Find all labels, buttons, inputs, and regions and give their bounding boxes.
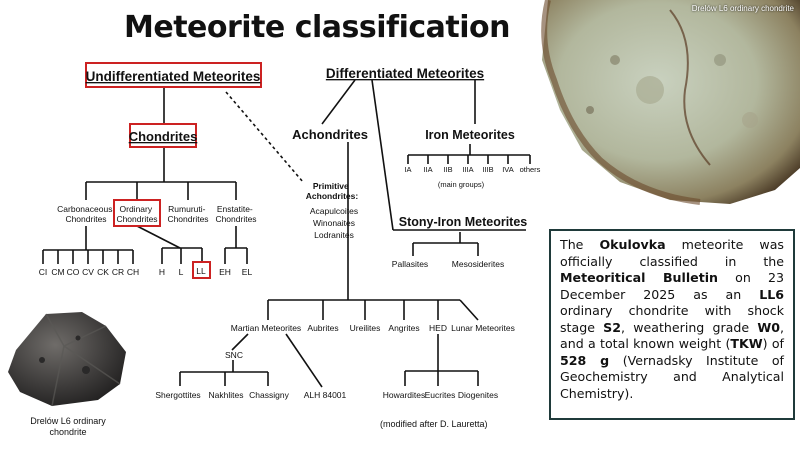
tkw-label: TKW (730, 336, 763, 351)
info-text: meteorite was officially classified in t… (560, 237, 784, 269)
group-label: Martian Meteorites (231, 323, 301, 333)
group-label: CM (51, 267, 64, 277)
group-label: L (179, 267, 184, 277)
snc-groups: Shergottites Nakhlites Chassigny (155, 390, 289, 400)
enstatite-groups: EH EL (219, 267, 252, 277)
group-label: IVA (502, 165, 514, 174)
photo-top-caption: Drelów L6 ordinary chondrite (691, 4, 794, 13)
group-label: CK (97, 267, 109, 277)
info-text: , and a total known weight ( (560, 319, 785, 352)
carbonaceous-groups: CI CM CO CV CK CR CH (39, 267, 139, 277)
group-label: Mesosiderites (452, 259, 504, 269)
group-label: Ureilites (350, 323, 381, 333)
group-label: Lunar Meteorites (451, 323, 515, 333)
info-text: on 23 December 2025 as an (560, 270, 784, 302)
meteorite-name: Okulovka (599, 237, 666, 252)
alh-label: ALH 84001 (304, 390, 347, 400)
group-label: Howardites (383, 390, 426, 400)
group-label: Angrites (388, 323, 419, 333)
ordinary-groups: H L LL (159, 266, 206, 277)
photo-bottom-caption: Drelów L6 ordinary chondrite (30, 416, 106, 437)
hed-groups: Howardites Eucrites Diogenites (383, 390, 498, 400)
group-label: IA (404, 165, 411, 174)
group-label: Pallasites (392, 259, 428, 269)
credit-note: (modified after D. Lauretta) (380, 419, 488, 429)
group-label: EH (219, 267, 231, 277)
stony-iron-label: Stony-Iron Meteorites (399, 215, 528, 229)
group-label: Nakhlites (209, 390, 244, 400)
bulletin-name: Meteoritical Bulletin (560, 270, 718, 285)
group-label: IIIA (462, 165, 473, 174)
group-label: CV (82, 267, 94, 277)
info-text: ordinary chondrite with shock stage (560, 303, 784, 335)
stony-iron-groups: Pallasites Mesosiderites (392, 259, 504, 269)
differentiated-label: Differentiated Meteorites (326, 66, 484, 81)
primitive-achondrites-label: Primitive Achondrites: (306, 181, 359, 201)
info-box: The Okulovka meteorite was officially cl… (549, 229, 795, 420)
group-label: IIB (443, 165, 452, 174)
undifferentiated-label: Undifferentiated Meteorites (86, 69, 261, 84)
group-label: EL (242, 267, 253, 277)
ordinary-label: Ordinary Chondrites (116, 204, 157, 224)
meteorite-photo-top: Drelów L6 ordinary chondrite (520, 0, 800, 205)
group-label: Diogenites (458, 390, 498, 400)
iron-groups: IA IIA IIB IIIA IIIB IVA others (404, 165, 540, 174)
meteorite-photo-bottom (2, 300, 132, 412)
group-label: H (159, 267, 165, 277)
group-label: Chassigny (249, 390, 289, 400)
page-title: Meteorite classification (124, 10, 510, 45)
highlight-boxes (85, 62, 262, 279)
total-weight: 528 g (560, 352, 610, 368)
info-text: The (560, 237, 600, 252)
achondrites-label: Achondrites (292, 127, 368, 142)
achondrite-groups: Martian Meteorites Aubrites Ureilites An… (231, 323, 515, 333)
group-label: CI (39, 267, 48, 277)
group-label: IIA (423, 165, 432, 174)
group-label: Aubrites (307, 323, 338, 333)
info-text: (Vernadsky Institute of Geochemistry and… (560, 352, 784, 401)
carbonaceous-label: Carbonaceous Chondrites (57, 204, 115, 224)
iron-meteorites-label: Iron Meteorites (425, 128, 515, 142)
info-text: , weathering grade (621, 319, 758, 335)
primitive-item: Lodranites (314, 230, 354, 240)
info-text: ) of (762, 336, 784, 351)
snc-label: SNC (225, 350, 243, 360)
group-label: others (520, 165, 541, 174)
weathering-grade: W0 (757, 319, 780, 335)
group-label-ll: LL (196, 266, 206, 276)
group-label: IIIB (482, 165, 493, 174)
group-label: CH (127, 267, 139, 277)
group-label: HED (429, 323, 447, 333)
tree-lines (42, 79, 531, 388)
enstatite-label: Enstatite- Chondrites (215, 204, 256, 224)
primitive-item: Winonaites (313, 218, 355, 228)
primitive-list: Acapulcoites Winonaites Lodranites (310, 206, 358, 240)
main-groups-note: (main groups) (438, 180, 485, 189)
group-label: CR (112, 267, 124, 277)
group-label: Shergottites (155, 390, 200, 400)
rumuruti-label: Rumuruti- Chondrites (167, 204, 208, 224)
chondrites-label: Chondrites (129, 129, 198, 144)
primitive-item: Acapulcoites (310, 206, 358, 216)
group-label: Eucrites (425, 390, 456, 400)
shock-stage: S2 (603, 319, 622, 335)
meteorite-type: LL6 (759, 286, 784, 302)
group-label: CO (67, 267, 80, 277)
